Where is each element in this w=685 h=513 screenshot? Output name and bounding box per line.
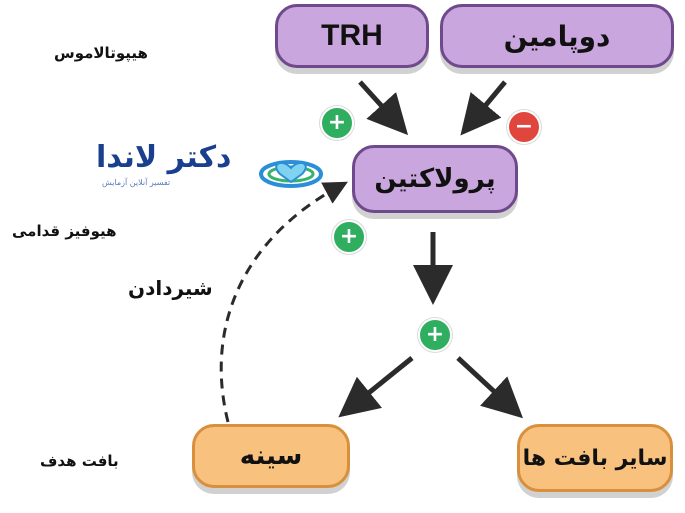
dopamine-node: دوپامین	[440, 4, 674, 68]
to-breast-arrow	[338, 356, 414, 418]
logo-name: دکتر لاندا	[96, 140, 232, 175]
breast-node: سینه	[192, 424, 350, 488]
trh-plus-sign: +	[320, 106, 354, 140]
logo-tagline: تفسیر آنلاین آزمایش	[102, 178, 171, 187]
suckling-plus-sign: +	[332, 220, 366, 254]
to-other-tissues-arrow	[456, 356, 524, 419]
dopamine-to-prolactin-arrow	[460, 80, 507, 136]
logo-emblem-icon	[259, 160, 323, 188]
breast-label: سینه	[239, 441, 303, 471]
prolactin-plus-sign: +	[418, 318, 452, 352]
dopamine-label: دوپامین	[503, 19, 611, 53]
other-tissues-label: سایر بافت ها	[522, 445, 668, 471]
prolactin-node: پرولاکتین	[352, 145, 518, 213]
logo: دکتر لاندا تفسیر آنلاین آزمایش	[96, 140, 328, 198]
target-tissue-label: بافت هدف	[40, 452, 119, 470]
trh-label: TRH	[321, 19, 383, 52]
anterior-pituitary-label: هیوفیز قدامی	[12, 222, 117, 240]
dopamine-minus-sign: −	[507, 110, 541, 144]
trh-node: TRH	[275, 4, 429, 68]
trh-to-prolactin-arrow	[358, 80, 409, 136]
hypothalamus-label: هیپوتالاموس	[54, 44, 148, 62]
other-tissues-node: سایر بافت ها	[517, 424, 673, 492]
prolactin-label: پرولاکتین	[374, 164, 496, 194]
suckling-label: شیردادن	[128, 276, 213, 300]
suckling-feedback-arrow	[219, 181, 348, 423]
